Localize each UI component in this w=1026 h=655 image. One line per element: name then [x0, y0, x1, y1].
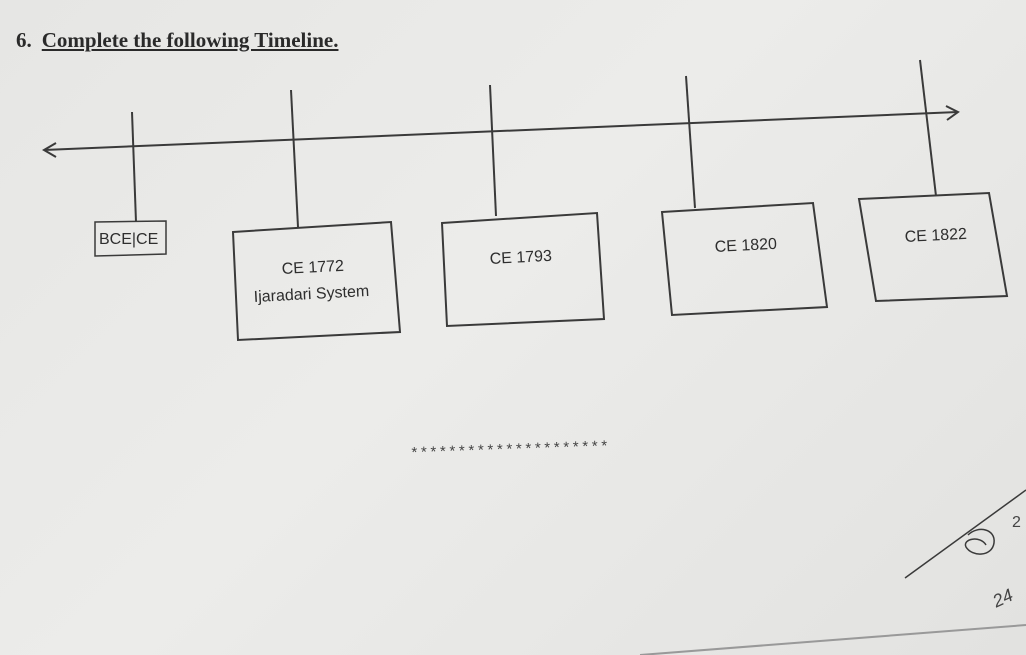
timeline-box-1 [94, 220, 167, 257]
tick-1 [131, 111, 137, 223]
timeline-box-4 [660, 201, 829, 317]
timeline-box-2 [231, 220, 402, 342]
timeline-box-3 [440, 211, 606, 328]
handwritten-stroke [904, 489, 1026, 579]
tick-3 [489, 84, 497, 217]
box-2-subtitle: Ijaradari System [253, 283, 369, 306]
tick-5 [919, 59, 937, 197]
paper-edge [639, 624, 1026, 655]
timeline-axis [43, 111, 959, 151]
arrow-right-icon [945, 105, 960, 121]
box-5-label: CE 1822 [904, 226, 967, 246]
box-3-label: CE 1793 [489, 248, 552, 268]
timeline-box-5 [857, 191, 1009, 303]
box-2-label: CE 1772 [281, 258, 344, 278]
question-title: Complete the following Timeline. [41, 28, 339, 52]
page-number: 2 [1012, 514, 1021, 531]
signature-scribble [964, 528, 995, 555]
box-1-label: BCE|CE [99, 231, 158, 248]
question-heading: 6. Complete the following Timeline. [16, 28, 338, 53]
question-number: 6. [16, 28, 32, 52]
tick-4 [685, 75, 696, 209]
tick-2 [290, 89, 299, 228]
box-4-label: CE 1820 [714, 236, 777, 256]
arrow-left-icon [42, 142, 57, 158]
